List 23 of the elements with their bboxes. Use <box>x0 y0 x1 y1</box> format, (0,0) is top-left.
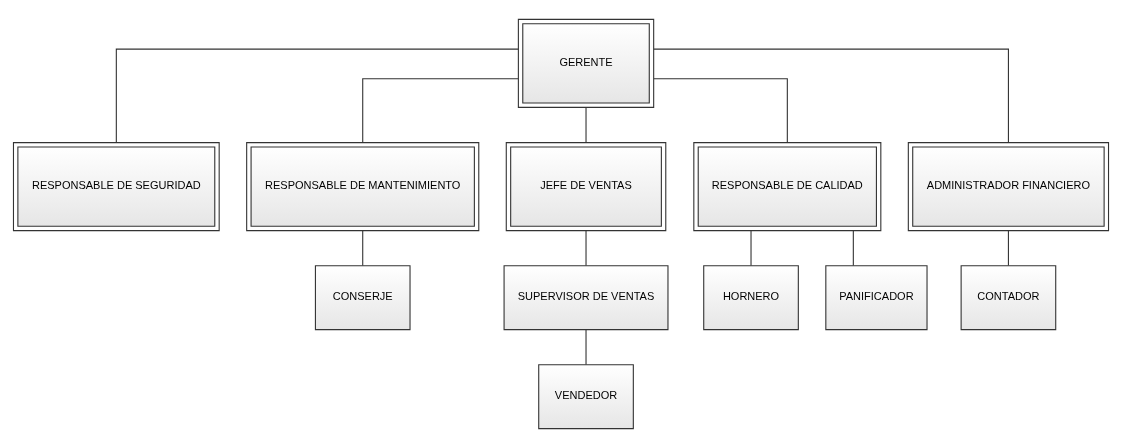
node-box: CONTADOR <box>960 265 1057 331</box>
connector <box>653 48 1009 143</box>
connector <box>115 48 519 143</box>
connector <box>1007 230 1009 267</box>
node-box: GERENTE <box>517 18 655 108</box>
node-box: RESPONSABLE DE CALIDAD <box>693 142 882 232</box>
node-box: JEFE DE VENTAS <box>505 142 667 232</box>
connector <box>362 78 519 143</box>
node-box: PANIFICADOR <box>825 265 928 331</box>
connector <box>750 230 752 267</box>
node-box: RESPONSABLE DE SEGURIDAD <box>12 142 220 232</box>
connector <box>585 230 587 267</box>
connector <box>852 230 854 267</box>
connector <box>653 78 788 143</box>
node-box: CONSERJE <box>314 265 411 331</box>
connector <box>585 107 587 143</box>
node-box: ADMINISTRADOR FINANCIERO <box>907 142 1110 232</box>
connector <box>362 230 364 267</box>
node-box: VENDEDOR <box>538 364 634 430</box>
node-box: HORNERO <box>703 265 799 331</box>
node-box: SUPERVISOR DE VENTAS <box>503 265 669 331</box>
node-box: RESPONSABLE DE MANTENIMIENTO <box>246 142 480 232</box>
connector <box>585 329 587 366</box>
